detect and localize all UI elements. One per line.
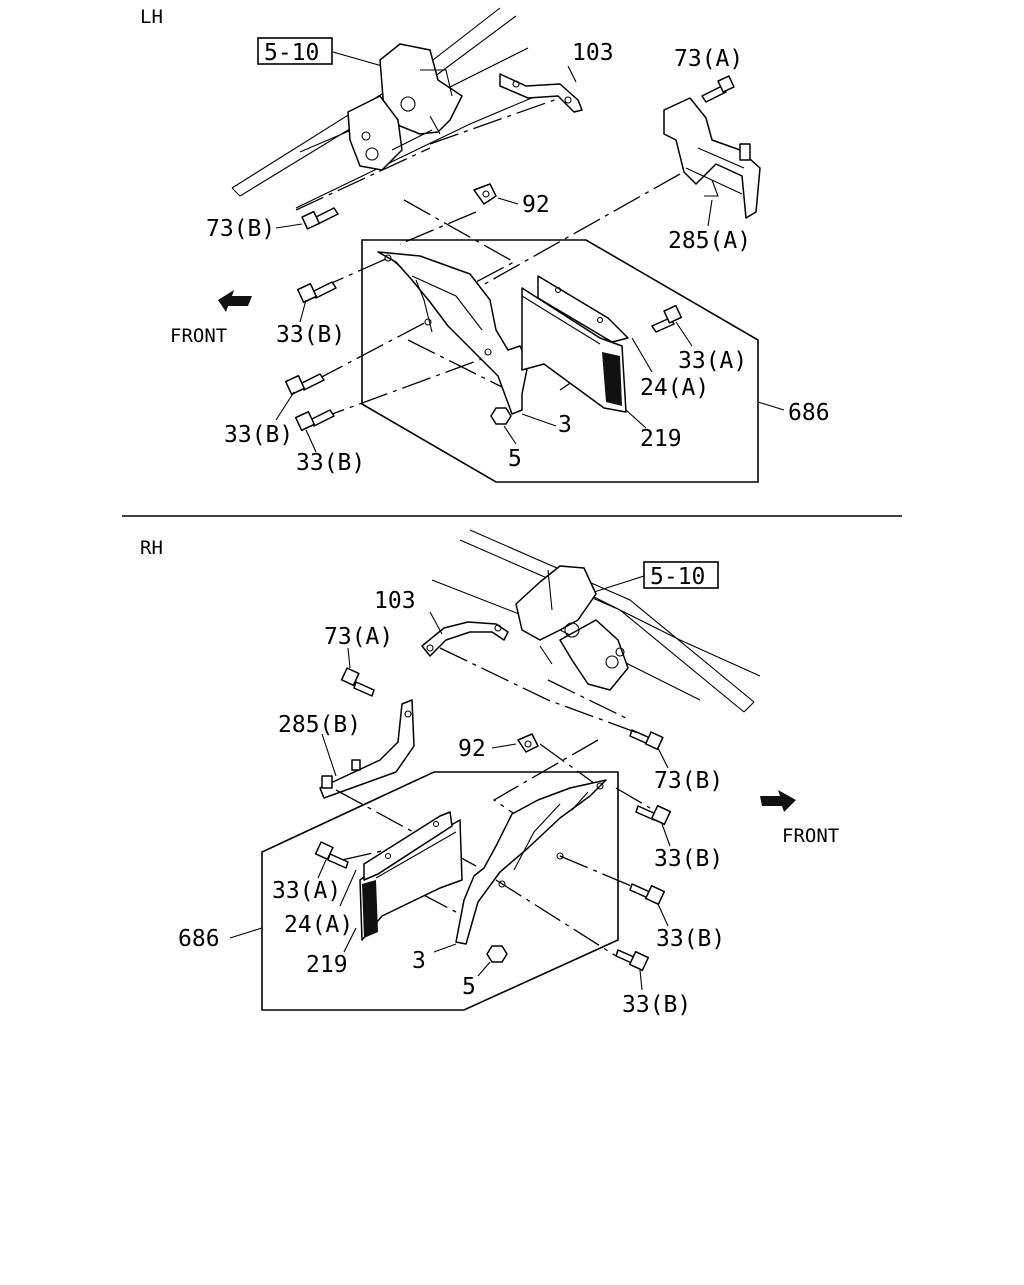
lh-ref-box bbox=[257, 37, 333, 65]
lh-part-92 bbox=[473, 183, 497, 205]
rh-callout-73b: 73(B) bbox=[654, 768, 723, 794]
lh-shock-bracket bbox=[347, 43, 463, 171]
lh-callout-285a: 285(A) bbox=[668, 228, 751, 254]
rh-callout-103: 103 bbox=[374, 588, 416, 614]
lh-bolt-73a bbox=[701, 75, 735, 103]
lh-callout-5: 5 bbox=[508, 446, 522, 472]
lh-assembly-outline bbox=[361, 239, 759, 483]
rh-front-label: FRONT bbox=[782, 825, 839, 847]
lh-part-103 bbox=[499, 73, 583, 113]
rh-callout-73a: 73(A) bbox=[324, 624, 393, 650]
rh-callout-24a: 24(A) bbox=[284, 912, 353, 938]
rh-assembly-outline bbox=[261, 771, 619, 1011]
rh-callout-5: 5 bbox=[462, 974, 476, 1000]
rh-callout-686: 686 bbox=[178, 926, 220, 952]
lh-callout-33b-2: 33(B) bbox=[224, 422, 293, 448]
rh-callout-3: 3 bbox=[412, 948, 426, 974]
lh-bolt-33b-3 bbox=[294, 409, 335, 432]
lh-bolt-33b-1 bbox=[296, 281, 337, 304]
lh-callout-92: 92 bbox=[522, 192, 550, 218]
lh-bolt-33b-2 bbox=[284, 373, 325, 396]
rh-part-285b bbox=[319, 699, 415, 799]
rh-section: RH 5-10 103 bbox=[140, 529, 839, 1018]
rh-shock-bracket bbox=[515, 565, 629, 691]
lh-part-219-mudflap bbox=[521, 287, 627, 413]
lh-callout-3: 3 bbox=[558, 412, 572, 438]
rh-part-92 bbox=[517, 733, 539, 753]
lh-callout-219: 219 bbox=[640, 426, 682, 452]
rh-part-103 bbox=[421, 621, 509, 657]
lh-callout-33b-1: 33(B) bbox=[276, 322, 345, 348]
lh-callout-103: 103 bbox=[572, 40, 614, 66]
rh-callout-219: 219 bbox=[306, 952, 348, 978]
lh-callout-33a: 33(A) bbox=[678, 348, 747, 374]
rh-ref-box-label: 5-10 bbox=[650, 564, 705, 590]
rh-section-title: RH bbox=[140, 537, 163, 559]
rh-bolt-33b-3 bbox=[615, 949, 650, 972]
lh-part-3-mudguard bbox=[377, 251, 529, 415]
lh-part-285a bbox=[663, 97, 761, 219]
lh-front-arrow-icon bbox=[218, 290, 252, 312]
rh-callout-33b-1: 33(B) bbox=[654, 846, 723, 872]
rh-bolt-33b-1 bbox=[635, 804, 672, 826]
lh-callout-686: 686 bbox=[788, 400, 830, 426]
lh-front-label: FRONT bbox=[170, 325, 227, 347]
rh-ref-box bbox=[643, 561, 719, 589]
rh-nut-5 bbox=[486, 945, 508, 963]
lh-part-24a-plate bbox=[537, 275, 629, 343]
lh-callout-73a: 73(A) bbox=[674, 46, 743, 72]
lh-section: LH 5-10 103 bbox=[140, 6, 830, 483]
lh-nut-5 bbox=[490, 407, 512, 425]
lh-callout-73b: 73(B) bbox=[206, 216, 275, 242]
rh-front-arrow-icon bbox=[760, 790, 796, 812]
lh-callout-33b-3: 33(B) bbox=[296, 450, 365, 476]
rh-bolt-73a bbox=[340, 667, 375, 697]
rh-part-219-mudflap bbox=[359, 819, 463, 941]
rh-callout-285b: 285(B) bbox=[278, 712, 361, 738]
rh-bolt-73b bbox=[629, 729, 664, 751]
rh-bolt-33b-2 bbox=[629, 883, 666, 906]
lh-section-title: LH bbox=[140, 6, 163, 28]
rh-bolt-33a bbox=[314, 841, 349, 869]
rh-callout-33a: 33(A) bbox=[272, 878, 341, 904]
lh-ref-box-label: 5-10 bbox=[264, 40, 319, 66]
rh-part-24a-plate bbox=[363, 811, 453, 881]
rh-callout-33b-2: 33(B) bbox=[656, 926, 725, 952]
rh-callout-33b-3: 33(B) bbox=[622, 992, 691, 1018]
rh-part-3-mudguard bbox=[455, 779, 607, 945]
lh-callout-24a: 24(A) bbox=[640, 375, 709, 401]
lh-bolt-33a bbox=[651, 304, 683, 333]
rh-callout-92: 92 bbox=[458, 736, 486, 762]
lh-bolt-73b bbox=[301, 207, 339, 230]
